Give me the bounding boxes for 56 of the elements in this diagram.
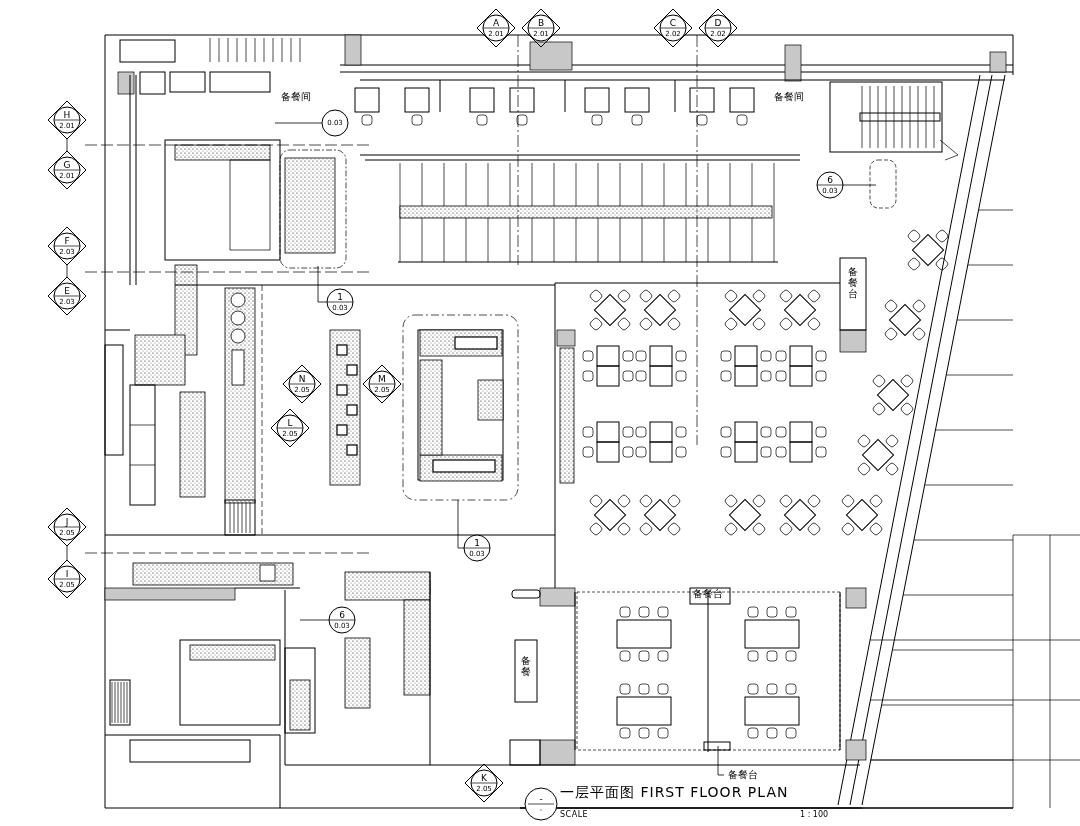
- detail-callout: [329, 607, 355, 633]
- leader-line: [842, 184, 877, 186]
- section-marker: [699, 9, 737, 47]
- connector-line: [66, 545, 68, 561]
- marker-id: N: [298, 374, 306, 384]
- marker-id: A: [492, 18, 500, 28]
- detail-callout: [327, 289, 353, 315]
- leader-line: [274, 122, 323, 124]
- section-marker: [48, 151, 86, 189]
- marker-id: 6: [339, 610, 345, 620]
- marker-id: 6: [827, 175, 833, 185]
- room-label: 备餐台: [693, 589, 723, 599]
- marker-id: E: [64, 286, 70, 296]
- marker-id: 1: [474, 538, 480, 548]
- plan-title: 一层平面图 FIRST FLOOR PLAN: [560, 784, 789, 802]
- marker-id: 1: [337, 292, 343, 302]
- section-marker: [522, 9, 560, 47]
- section-marker: [48, 101, 86, 139]
- marker-id: M: [378, 374, 386, 384]
- marker-id: F: [64, 236, 70, 246]
- marker-id: I: [65, 569, 69, 579]
- section-marker: [654, 9, 692, 47]
- marker-id: B: [537, 18, 545, 28]
- section-marker: [283, 365, 321, 403]
- leader-line: [317, 265, 328, 303]
- section-marker: [48, 277, 86, 315]
- section-marker: [48, 560, 86, 598]
- detail-callout: [464, 535, 490, 561]
- section-marker: [477, 9, 515, 47]
- marker-id: J: [65, 517, 69, 527]
- room-label: 备餐间: [774, 92, 804, 102]
- marker-id: C: [669, 18, 677, 28]
- marker-id: G: [63, 160, 71, 170]
- scale-callout: [524, 787, 558, 821]
- leader-label: 备餐台: [728, 770, 758, 780]
- section-marker: [271, 409, 309, 447]
- marker-id: K: [481, 773, 487, 783]
- marker-id: H: [63, 110, 71, 120]
- leader-line: [717, 745, 725, 776]
- section-marker: [48, 508, 86, 546]
- leader-line: [299, 619, 330, 621]
- connector-line: [66, 264, 68, 278]
- marker-id: -: [539, 794, 543, 804]
- room-label: 备餐间: [281, 92, 311, 102]
- scale-text: 1 : 100: [800, 811, 829, 819]
- room-label: 备餐台: [848, 266, 858, 299]
- connector-line: [66, 138, 68, 152]
- marker-id: L: [287, 418, 293, 428]
- section-marker: [48, 227, 86, 265]
- section-marker: [363, 365, 401, 403]
- detail-callout: [322, 110, 348, 136]
- marker-id: D: [714, 18, 722, 28]
- section-marker: [465, 764, 503, 802]
- leader-line: [457, 499, 465, 549]
- detail-callout: [817, 172, 843, 198]
- room-label: 备餐: [521, 655, 531, 677]
